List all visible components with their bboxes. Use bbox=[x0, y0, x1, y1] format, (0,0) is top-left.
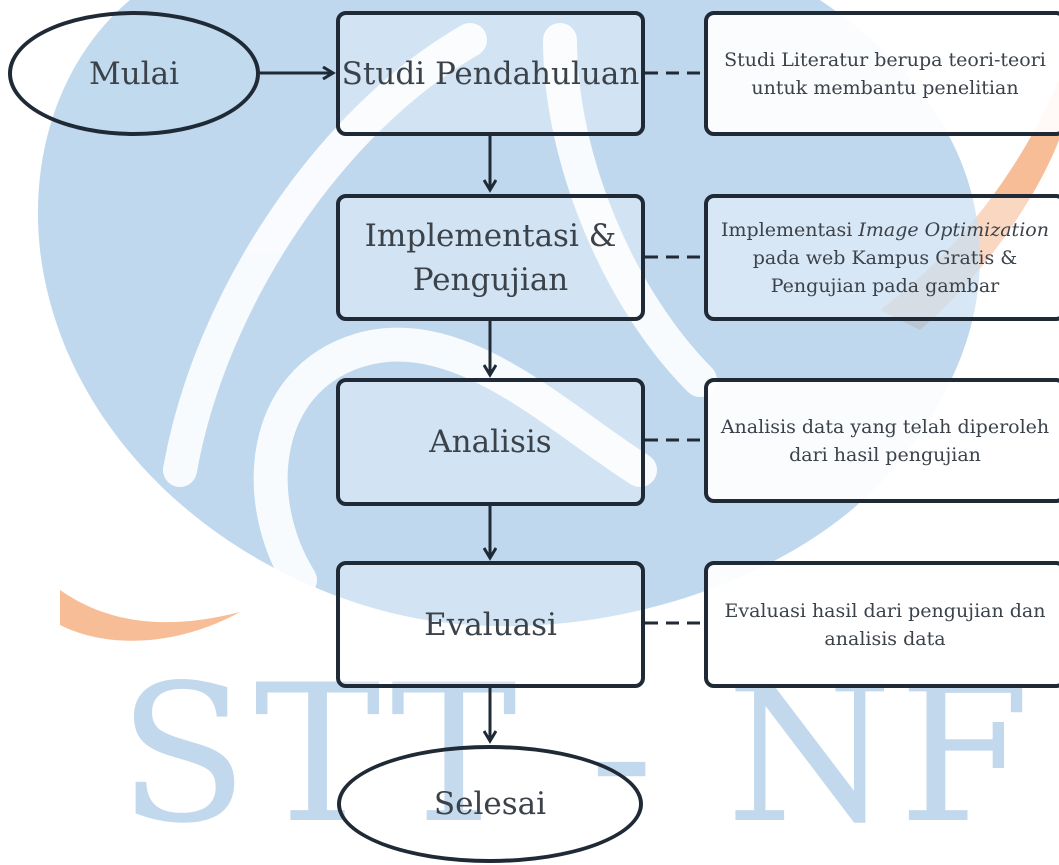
description-line1: Analisis data yang telah diperoleh bbox=[720, 415, 1050, 438]
step-label: Evaluasi bbox=[424, 606, 557, 643]
step-evaluasi: Evaluasi bbox=[336, 561, 645, 688]
step-studi-pendahuluan: Studi Pendahuluan bbox=[336, 11, 645, 136]
step-label-line2: Pengujian bbox=[412, 261, 569, 298]
step-implementasi-pengujian: Implementasi & Pengujian bbox=[336, 194, 645, 321]
step-label-line1: Implementasi & bbox=[364, 217, 617, 254]
watermark-orange-swoosh-left bbox=[60, 590, 240, 641]
description-studi: Studi Literatur berupa teori-teori untuk… bbox=[704, 11, 1059, 136]
start-terminal: Mulai bbox=[8, 11, 260, 136]
description-line1-prefix: Implementasi bbox=[721, 218, 859, 241]
end-terminal: Selesai bbox=[337, 745, 643, 863]
description-line1: Implementasi Image Optimization bbox=[721, 216, 1049, 244]
description-line2: analisis data bbox=[824, 627, 946, 650]
description-line3: Pengujian pada gambar bbox=[770, 274, 1000, 297]
description-line2: untuk membantu penelitian bbox=[751, 76, 1019, 99]
step-label: Analisis bbox=[429, 424, 552, 460]
description-line1: Evaluasi hasil dari pengujian dan bbox=[724, 599, 1046, 622]
description-line1: Studi Literatur berupa teori-teori bbox=[724, 48, 1046, 71]
start-label: Mulai bbox=[88, 55, 180, 92]
watermark-white-strokes bbox=[163, 23, 717, 597]
description-line2: pada web Kampus Gratis & bbox=[752, 246, 1018, 269]
description-evaluasi: Evaluasi hasil dari pengujian dan analis… bbox=[704, 561, 1059, 688]
description-line2: dari hasil pengujian bbox=[789, 443, 981, 466]
step-label: Studi Pendahuluan bbox=[341, 55, 640, 92]
description-implementasi: Implementasi Image Optimization pada web… bbox=[704, 194, 1059, 321]
description-analisis: Analisis data yang telah diperoleh dari … bbox=[704, 378, 1059, 503]
end-label: Selesai bbox=[433, 786, 547, 822]
step-analisis: Analisis bbox=[336, 378, 645, 506]
description-line1-emphasis: Image Optimization bbox=[858, 218, 1049, 241]
